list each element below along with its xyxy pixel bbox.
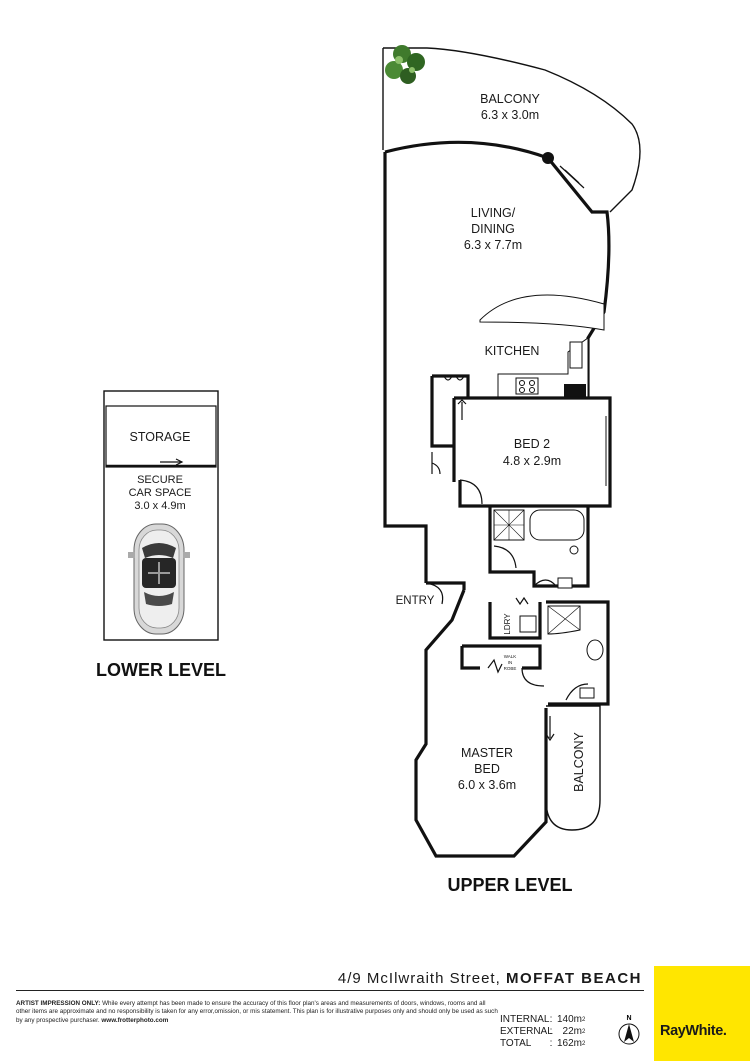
balcony-top-label: BALCONY [480,92,540,106]
upper-level-plan: BALCONY 6.3 x 3.0m LIVING/ DINING 6.3 x … [382,45,641,895]
laundry-door-icon [515,596,529,606]
ensuite-wall [546,600,610,706]
laundry-wall [488,602,542,640]
storage-label: STORAGE [130,430,191,444]
area-row-internal: INTERNAL : 140m 2 [500,1014,586,1025]
bed2-door-icon [459,479,483,505]
basin-icon [569,545,579,555]
bath-door-icon [493,545,517,569]
living-label-2: DINING [471,222,515,236]
entry-wall [426,581,466,590]
master-dim: 6.0 x 3.6m [458,778,516,792]
area-summary: INTERNAL : 140m 2 EXTERNAL : 22m 2 TOTAL… [500,1014,596,1050]
robe-door-icon [487,658,503,674]
footer-divider [16,990,644,991]
car-space-label-2: CAR SPACE [129,487,192,499]
ensuite-basin-icon [579,687,595,699]
west-wall [383,152,428,583]
disclaimer-site: www.frotterphoto.com [101,1016,169,1024]
robe-slide-icon [457,399,467,420]
entry-label: ENTRY [396,595,435,607]
upper-level-title: UPPER LEVEL [447,875,572,895]
storage-door-arrow-icon [175,458,184,466]
master-label-1: MASTER [461,746,513,760]
kitchen-island [479,294,605,331]
car-space-dim: 3.0 x 4.9m [134,500,185,512]
plant-icon [385,45,425,84]
ensuite-toilet-icon [586,639,604,661]
disclaimer-body: While every attempt has been made to ens… [16,1000,498,1024]
compass-label: N [626,1015,631,1022]
bed2-wall [454,396,612,508]
entry-door-icon [425,582,444,605]
cupboard-door-2-icon [431,452,441,475]
master-inner-wall [460,646,480,670]
living-outer-wall [384,140,611,398]
bed2-label: BED 2 [514,437,550,451]
north-arrow-icon: N [618,1015,640,1045]
area-row-total: TOTAL : 162m 2 [500,1038,586,1049]
brand-text: RayWhite. [660,1023,727,1039]
robe-label-2: IN [508,660,513,665]
fridge-icon [564,384,586,398]
kitchen-label: KITCHEN [485,344,540,358]
side-balcony-label: BALCONY [572,731,586,791]
bathroom-wall [488,506,590,588]
robe-label-3: ROBE [504,666,517,671]
cooktop-icon [515,377,539,395]
toilet-icon [557,577,573,589]
robe-label-1: WALK [504,654,517,659]
lower-level-plan: STORAGE SECURE CAR SPACE 3.0 x 4.9m LOWE… [96,390,226,680]
cupboard-door-icon [443,375,465,381]
area-row-external: EXTERNAL : 22m 2 [500,1026,586,1037]
master-label-2: BED [474,762,500,776]
ensuite-door-icon [565,683,589,701]
toilet-door-icon [533,579,557,587]
car-space-label-1: SECURE [137,474,183,486]
disclaimer: ARTIST IMPRESSION ONLY: While every atte… [16,1000,498,1025]
laundry-tub-icon [519,615,537,633]
bath-icon [529,509,585,541]
car-icon [128,523,190,635]
balcony-top-dim: 6.3 x 3.0m [481,108,539,122]
robe-wall [462,644,542,670]
master-door-icon [521,667,545,687]
living-label-1: LIVING/ [471,206,516,220]
side-balcony-outline [545,705,601,831]
address-street: 4/9 McIlwraith Street, [337,970,501,987]
property-address: 4/9 McIlwraith Street, MOFFAT BEACH [338,970,642,987]
bed2-dim: 4.8 x 2.9m [503,454,561,468]
column-icon [542,152,554,164]
disclaimer-lead: ARTIST IMPRESSION ONLY: [16,1000,101,1007]
lower-level-title: LOWER LEVEL [96,660,226,680]
living-dim: 6.3 x 7.7m [464,238,522,252]
laundry-label: LDRY [503,613,512,635]
sink-icon [569,341,583,369]
address-suburb: MOFFAT BEACH [505,970,642,987]
master-slide-door-icon [545,716,555,742]
master-bed-wall [414,589,548,858]
balcony-door-icon [559,165,585,189]
raywhite-logo: RayWhite. [654,966,750,1061]
balcony-top-outline [383,47,641,213]
car-space-outline [103,390,219,641]
